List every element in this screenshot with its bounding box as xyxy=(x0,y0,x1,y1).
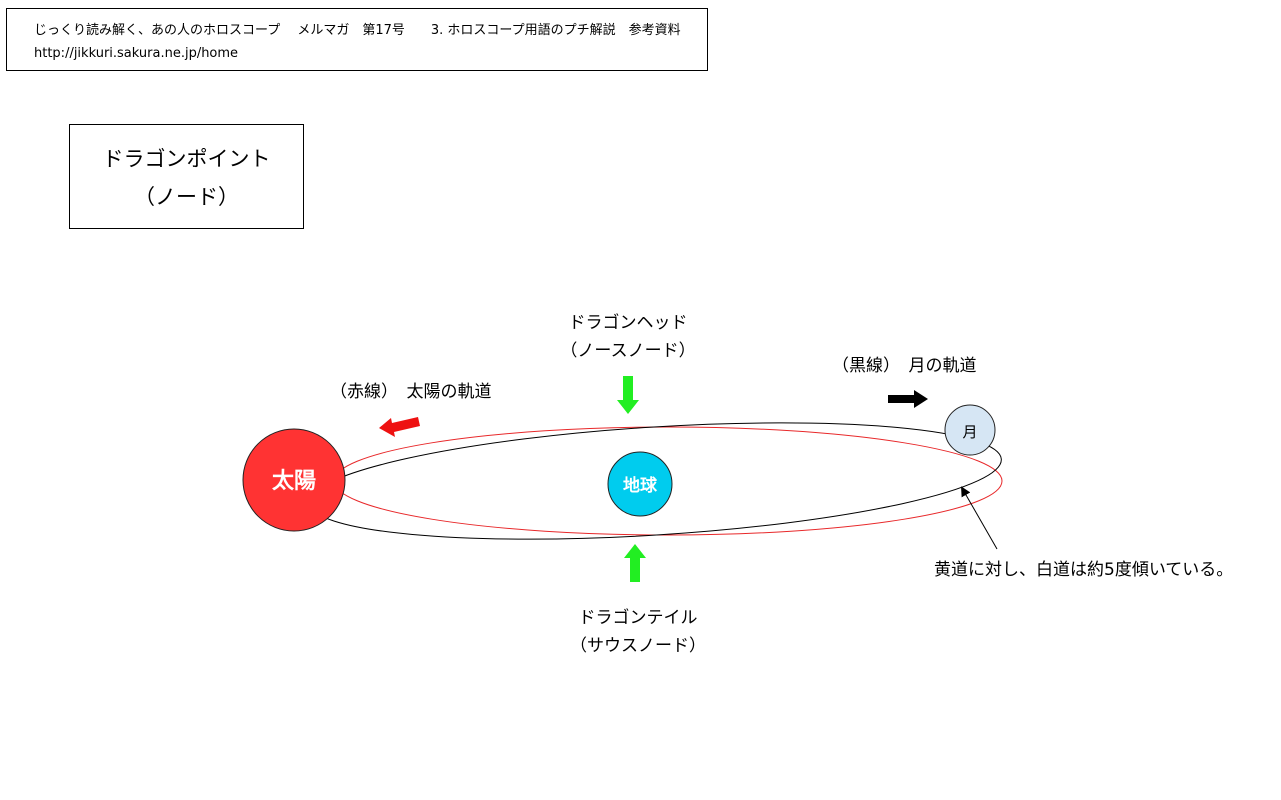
moon-label: 月 xyxy=(962,423,977,441)
sun-circle xyxy=(242,428,346,532)
earth-label: 地球 xyxy=(623,475,658,496)
sun-orbit-label: （赤線） 太陽の軌道 xyxy=(330,382,492,402)
dragon-tail-label: ドラゴンテイル xyxy=(579,607,698,628)
south-node-label: （サウスノード） xyxy=(570,636,706,656)
title-box: ドラゴンポイント （ノード） xyxy=(69,124,304,229)
arrow-right-black-icon xyxy=(888,390,928,408)
moon-orbit-label: （黒線） 月の軌道 xyxy=(832,356,977,376)
dragon-head-label: ドラゴンヘッド xyxy=(569,312,688,333)
pointer-arrow-icon xyxy=(961,486,998,550)
north-node-label: （ノースノード） xyxy=(560,341,695,361)
header-box: じっくり読み解く、あの人のホロスコープ メルマガ 第17号 3. ホロスコープ用… xyxy=(6,8,708,71)
title-line-1: ドラゴンポイント xyxy=(102,147,271,171)
earth-circle xyxy=(607,451,673,517)
sun-label: 太陽 xyxy=(272,469,316,494)
tilt-note: 黄道に対し、白道は約5度傾いている。 xyxy=(934,560,1233,580)
header-url[interactable]: http://jikkuri.sakura.ne.jp/home xyxy=(34,46,239,61)
arrow-up-green-icon xyxy=(624,544,646,582)
title-line-2: （ノード） xyxy=(134,185,239,209)
arrow-down-green-icon xyxy=(617,376,639,414)
header-title: じっくり読み解く、あの人のホロスコープ メルマガ 第17号 3. ホロスコープ用… xyxy=(34,23,681,38)
moon-circle xyxy=(944,404,996,456)
arrow-left-red-icon xyxy=(379,417,420,437)
